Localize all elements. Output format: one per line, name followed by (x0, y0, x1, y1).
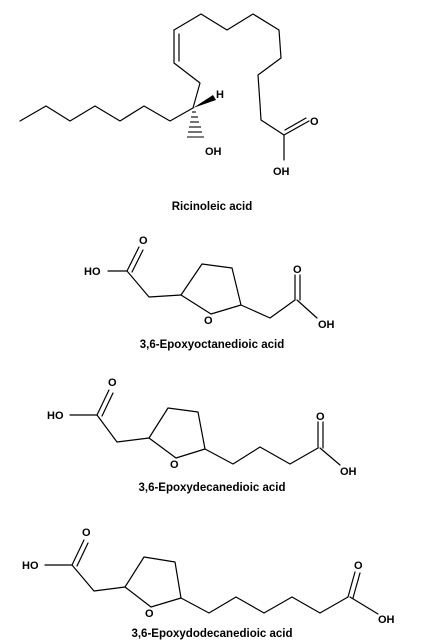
octan-left-oxygen-label: O (139, 235, 148, 247)
decan-right-oh-bond (319, 447, 341, 466)
octan-right-chain (240, 299, 296, 319)
ricinoleic-carbon-chain (173, 13, 285, 136)
epoxydodecanedioic-acid-caption: 3,6-Epoxydodecanedioic acid (131, 628, 292, 640)
ricinoleic-hashed-bond (187, 111, 204, 138)
dodecan-ring-oxygen-label: O (145, 608, 154, 620)
ricinoleic-acid-structure: H OH O OH (19, 13, 319, 178)
ricinoleic-acid-oxygen-label: O (310, 116, 319, 128)
dodecan-right-carbonyl-bond-2 (352, 572, 361, 599)
ricinoleic-alkyl-tail (19, 105, 194, 122)
octan-thf-ring (180, 263, 242, 315)
epoxydecanedioic-acid-structure: HO O O O OH (47, 377, 357, 478)
dodecan-left-carbonyl-bond (71, 539, 85, 566)
ricinoleic-carbonyl-bond-2 (284, 117, 307, 131)
octan-right-oxygen-label: O (293, 264, 302, 276)
dodecan-right-hydroxyl-label: OH (378, 614, 395, 626)
epoxydecanedioic-acid-caption: 3,6-Epoxydecanedioic acid (138, 482, 285, 494)
octan-left-hydroxyl-label: HO (84, 266, 101, 278)
dodecan-left-chain (71, 564, 126, 592)
dodecan-left-carbonyl-bond-2 (76, 542, 89, 567)
octan-left-carbonyl-bond (126, 246, 140, 272)
decan-left-oxygen-label: O (108, 377, 117, 389)
octan-left-chain (126, 270, 182, 298)
epoxyoctanedioic-acid-caption: 3,6-Epoxyoctanedioic acid (140, 339, 284, 351)
ricinoleic-wedge-bond (193, 95, 216, 108)
dodecan-left-oxygen-label: O (82, 527, 91, 539)
decan-right-hydroxyl-label: OH (340, 466, 357, 478)
dodecan-right-oxygen-label: O (354, 560, 363, 572)
octan-ring-oxygen-label: O (204, 315, 213, 327)
ricinoleic-hydrogen-label: H (216, 89, 224, 101)
octan-right-hydroxyl-label: OH (318, 319, 335, 331)
ricinoleic-acid-caption: Ricinoleic acid (172, 201, 253, 213)
epoxyoctanedioic-acid-structure: HO O O O OH (84, 235, 335, 331)
decan-thf-ring (148, 407, 206, 459)
decan-left-carbonyl-bond (96, 389, 110, 416)
octan-left-carbonyl-bond-2 (131, 249, 144, 273)
ricinoleic-chain-to-alkene (173, 29, 201, 109)
dodecan-right-carbonyl-bond (347, 571, 356, 598)
ricinoleic-hydroxyl-label: OH (205, 146, 222, 158)
dodecan-left-hydroxyl-label: HO (22, 560, 39, 572)
epoxydodecanedioic-acid-structure: HO O O O OH (22, 527, 395, 626)
decan-right-chain (204, 446, 319, 465)
dodecan-right-oh-bond (349, 596, 379, 615)
ricinoleic-acid-hydroxyl-label: OH (273, 166, 290, 178)
ricinoleic-carbonyl-bond (283, 120, 310, 136)
decan-ring-oxygen-label: O (170, 459, 179, 471)
decan-left-hydroxyl-label: HO (47, 410, 64, 422)
dodecan-thf-ring (124, 556, 182, 608)
decan-right-oxygen-label: O (316, 411, 325, 423)
decan-left-carbonyl-bond-2 (101, 392, 114, 417)
dodecan-right-chain (180, 596, 349, 614)
decan-left-chain (96, 414, 150, 443)
octan-right-oh-bond (296, 299, 318, 319)
